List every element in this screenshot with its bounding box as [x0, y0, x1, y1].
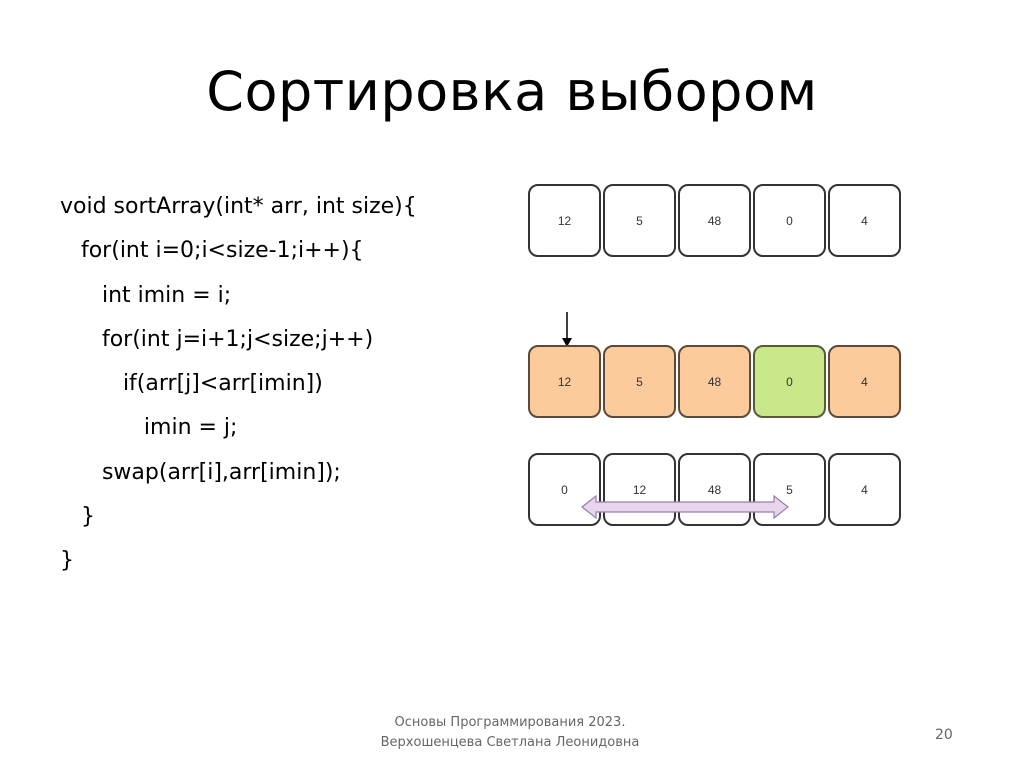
array-cell: 5 [603, 345, 676, 418]
code-block: void sortArray(int* arr, int size){ for(… [60, 185, 417, 584]
array-cell: 4 [828, 345, 901, 418]
code-line: for(int j=i+1;j<size;j++) [60, 326, 374, 352]
array-cell: 0 [528, 453, 601, 526]
code-line: } [60, 548, 74, 574]
array-cell-minimum: 0 [753, 345, 826, 418]
array-cell: 48 [678, 345, 751, 418]
footer-author: Верхошенцева Светлана Леонидовна [380, 735, 640, 750]
array-cell: 48 [678, 184, 751, 257]
code-line: int imin = i; [60, 282, 232, 308]
page-number: 20 [935, 727, 953, 743]
array-cell: 0 [753, 184, 826, 257]
current-index-arrow-icon [562, 312, 572, 347]
array-cell: 4 [828, 453, 901, 526]
code-line: swap(arr[i],arr[imin]); [60, 459, 341, 485]
array-cell: 12 [528, 184, 601, 257]
array-cell: 12 [603, 453, 676, 526]
code-line: } [60, 504, 95, 530]
code-line: imin = j; [60, 415, 238, 441]
swap-arrow-icon [581, 494, 789, 520]
footer-course: Основы Программирования 2023. [394, 715, 626, 730]
code-line: for(int i=0;i<size-1;i++){ [60, 238, 364, 264]
array-cell: 48 [678, 453, 751, 526]
array-cell: 5 [753, 453, 826, 526]
slide-footer: Основы Программирования 2023. Верхошенце… [360, 713, 660, 753]
array-cell: 4 [828, 184, 901, 257]
array-cell: 5 [603, 184, 676, 257]
array-initial: 12 5 48 0 4 [528, 184, 903, 257]
slide-title: Сортировка выбором [206, 60, 818, 123]
array-cell: 12 [528, 345, 601, 418]
array-swapped: 0 12 48 5 4 [528, 453, 903, 526]
array-scan: 12 5 48 0 4 [528, 345, 903, 418]
code-line: void sortArray(int* arr, int size){ [60, 194, 417, 219]
code-line: if(arr[j]<arr[imin]) [60, 371, 323, 397]
